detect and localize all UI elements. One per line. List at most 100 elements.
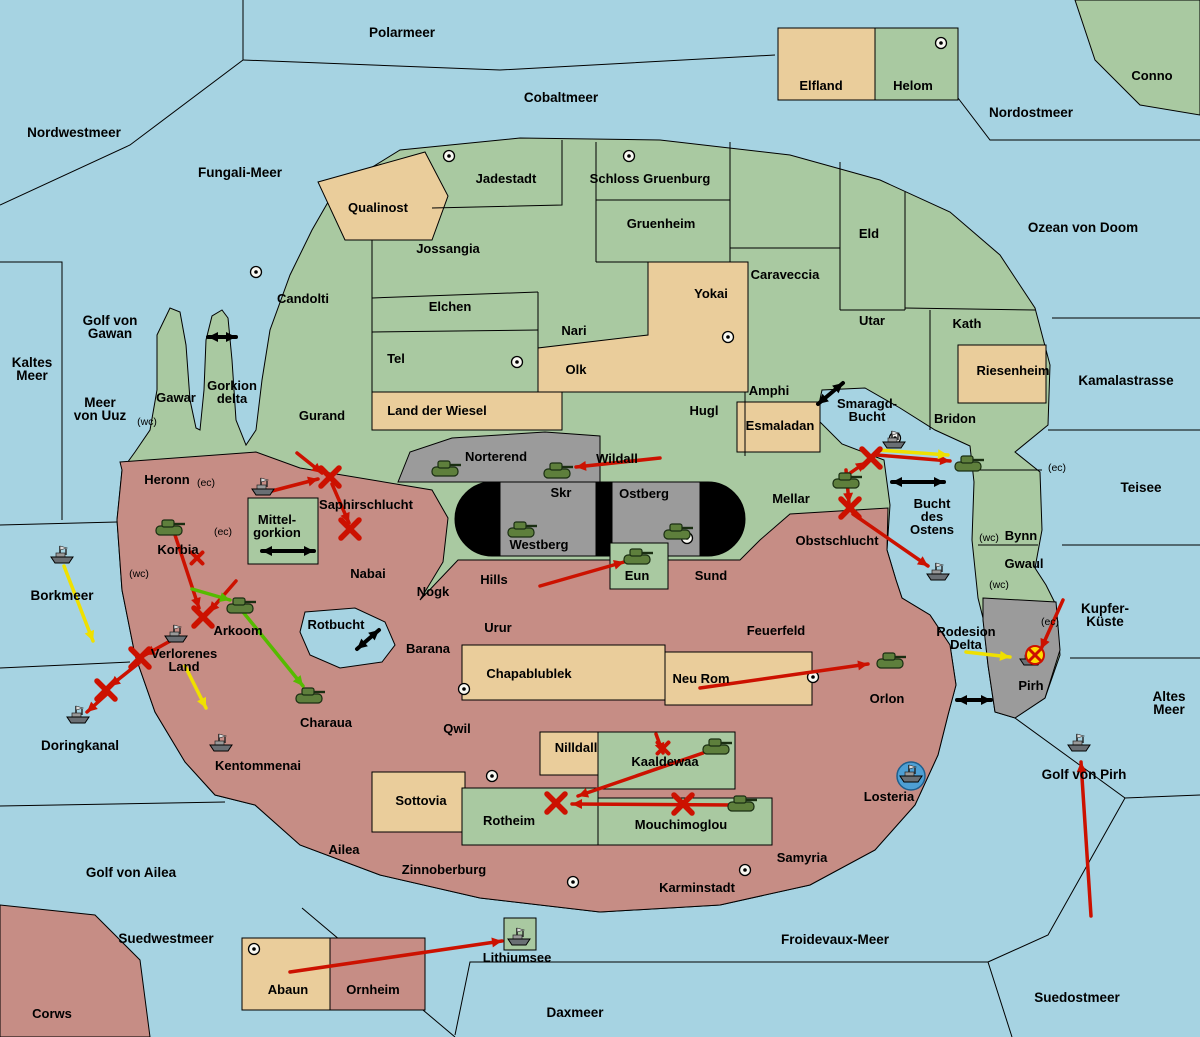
region-label-qwil: Qwil [443, 721, 470, 736]
strait-link-arrow [816, 381, 845, 406]
region-riesenheim-area[interactable] [957, 344, 1047, 404]
region-chapablublek-area[interactable] [461, 644, 666, 701]
yellow-move-arrow [183, 664, 208, 710]
tank-unit[interactable] [876, 652, 906, 669]
ship-unit[interactable] [1067, 733, 1091, 752]
region-rotheim-area[interactable] [461, 787, 599, 846]
city-marker [457, 682, 471, 696]
region-lithiumsee-island[interactable] [503, 917, 537, 951]
region-label-schloss-gruenburg: Schloss Gruenburg [590, 171, 711, 186]
city-marker [249, 265, 263, 279]
tank-unit[interactable] [727, 795, 757, 812]
city-marker [622, 149, 636, 163]
region-label-gwaul: Gwaul [1004, 556, 1043, 571]
region-conno[interactable] [1074, 0, 1200, 116]
ship-unit[interactable] [251, 477, 275, 496]
region-label-jadestadt: Jadestadt [476, 171, 537, 186]
small-label-ec: (ec) [214, 526, 232, 538]
tank-unit[interactable] [155, 519, 185, 536]
sea-border [0, 0, 244, 206]
region-label-bridon: Bridon [934, 411, 976, 426]
region-label-karminstadt: Karminstadt [659, 880, 736, 895]
region-label-rotbucht: Rotbucht [307, 617, 365, 632]
small-label-wc: (wc) [989, 579, 1009, 591]
region-label-skr: Skr [551, 485, 572, 500]
small-label-ec: (ec) [1048, 462, 1066, 474]
region-rodesion-delta-area[interactable] [982, 597, 1061, 719]
region-esmaladan-area[interactable] [736, 401, 821, 453]
tank-unit[interactable] [226, 597, 256, 614]
region-skr-westberg-area[interactable] [499, 481, 597, 557]
region-label-mellar: Mellar [772, 491, 810, 506]
region-sottovia-area[interactable] [371, 771, 466, 833]
tank-unit[interactable] [431, 460, 461, 477]
tank-unit[interactable] [954, 455, 984, 472]
tank-unit[interactable] [832, 472, 862, 489]
sea-label-teisee: Teisee [1120, 480, 1162, 495]
region-label-yokai: Yokai [694, 286, 728, 301]
region-corws[interactable] [0, 904, 151, 1037]
region-label-caraveccia: Caraveccia [751, 267, 820, 282]
region-label-gawar: Gawar [156, 390, 196, 405]
red-move-arrow [288, 937, 504, 974]
ship-unit[interactable] [882, 430, 906, 449]
region-border [371, 291, 539, 299]
region-label-nogk: Nogk [417, 584, 450, 599]
ship-unit[interactable] [66, 705, 90, 724]
battle-x-mark [544, 791, 568, 815]
battle-x-mark [859, 446, 883, 470]
sea-border [987, 797, 1126, 963]
red-move-arrow [1039, 598, 1065, 651]
sea-border [0, 521, 118, 526]
region-label-losteria: Losteria [864, 789, 915, 804]
small-label-ec: (ec) [197, 477, 215, 489]
red-move-arrow [295, 451, 324, 475]
region-label-sund: Sund [695, 568, 728, 583]
ship-unit[interactable] [926, 562, 950, 581]
region-label-feuerfeld: Feuerfeld [747, 623, 806, 638]
city-marker [738, 863, 752, 877]
red-move-arrow [85, 692, 109, 714]
region-label-land-der-wiesel: Land der Wiesel [387, 403, 487, 418]
ship-unit[interactable] [164, 624, 188, 643]
city-marker [485, 769, 499, 783]
red-move-arrow [173, 533, 201, 610]
tank-unit[interactable] [623, 548, 653, 565]
region-label-eun: Eun [625, 568, 650, 583]
rotbucht-bay[interactable] [299, 607, 396, 669]
region-label-chapablublek: Chapablublek [486, 666, 572, 681]
region-label-urur: Urur [484, 620, 511, 635]
battle-x-mark [655, 740, 671, 756]
region-ornheim[interactable] [329, 937, 426, 1011]
tank-unit[interactable] [543, 462, 573, 479]
ship-unit[interactable] [896, 761, 926, 791]
ship-unit[interactable] [507, 927, 531, 946]
region-label-korbia: Korbia [157, 542, 199, 557]
region-label-nilldall: Nilldall [555, 740, 598, 755]
sea-border [242, 54, 776, 71]
sea-border [0, 661, 131, 669]
ship-unit[interactable] [50, 545, 74, 564]
region-qualinost-area[interactable] [317, 151, 449, 241]
tank-unit[interactable] [507, 521, 537, 538]
ship-unit[interactable] [209, 733, 233, 752]
region-label-kath: Kath [953, 316, 982, 331]
red-move-arrow [330, 482, 351, 525]
region-nilldall-area[interactable] [539, 731, 601, 776]
region-label-gruenheim: Gruenheim [627, 216, 696, 231]
tank-unit[interactable] [663, 523, 693, 540]
region-elfland[interactable] [777, 27, 876, 101]
region-land-der-wiesel-area[interactable] [371, 391, 563, 431]
central-black-massif[interactable] [454, 481, 746, 557]
region-border [371, 329, 539, 333]
region-label-jossangia: Jossangia [416, 241, 480, 256]
small-label-ec: (ec) [1041, 616, 1059, 628]
region-label-ornheim: Ornheim [346, 982, 399, 997]
region-label-wildall: Wildall [596, 451, 638, 466]
city-marker [721, 330, 735, 344]
tank-unit[interactable] [702, 738, 732, 755]
tank-unit[interactable] [295, 687, 325, 704]
